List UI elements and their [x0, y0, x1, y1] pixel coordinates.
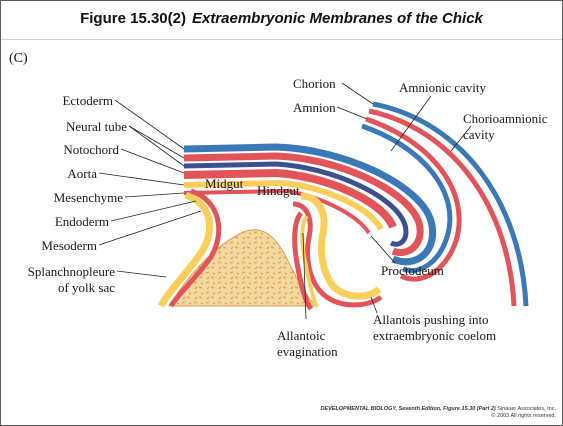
- label-chorioamnionic-cavity: cavity: [463, 127, 495, 142]
- label-allantois: Allantois pushing into: [373, 312, 489, 327]
- label-hindgut: Hindgut: [257, 183, 300, 198]
- label-aorta: Aorta: [41, 166, 97, 181]
- label-proctodeum: Proctodeum: [381, 263, 444, 278]
- label-mesenchyme: Mesenchyme: [23, 190, 123, 205]
- label-chorioamnionic: Chorioamnionic: [463, 111, 548, 126]
- label-ectoderm: Ectoderm: [41, 93, 113, 108]
- amnion-membrane: [362, 119, 459, 279]
- credit-book: DEVELOPMENTAL BIOLOGY, Seventh Edition, …: [320, 406, 495, 412]
- copyright-credit: DEVELOPMENTAL BIOLOGY, Seventh Edition, …: [320, 406, 556, 420]
- label-neural-tube: Neural tube: [29, 119, 127, 134]
- label-chorion: Chorion: [293, 76, 336, 91]
- label-extraembryonic-coelom: extraembryonic coelom: [373, 328, 496, 343]
- label-amnion: Amnion: [293, 100, 336, 115]
- label-allantoic: Allantoic: [277, 328, 325, 343]
- label-endoderm: Endoderm: [29, 214, 109, 229]
- label-evagination: evagination: [277, 344, 338, 359]
- label-notochord: Notochord: [29, 142, 119, 157]
- label-splanchnopleure: Splanchnopleure: [5, 264, 115, 279]
- credit-publisher: Sinauer Associates, Inc.: [497, 406, 556, 412]
- credit-rights: © 2003 All rights reserved.: [491, 413, 556, 419]
- label-midgut: Midgut: [205, 176, 243, 191]
- label-amnionic-cavity: Amnionic cavity: [399, 80, 486, 95]
- label-mesoderm: Mesoderm: [21, 238, 97, 253]
- label-yolk-sac: of yolk sac: [5, 280, 115, 295]
